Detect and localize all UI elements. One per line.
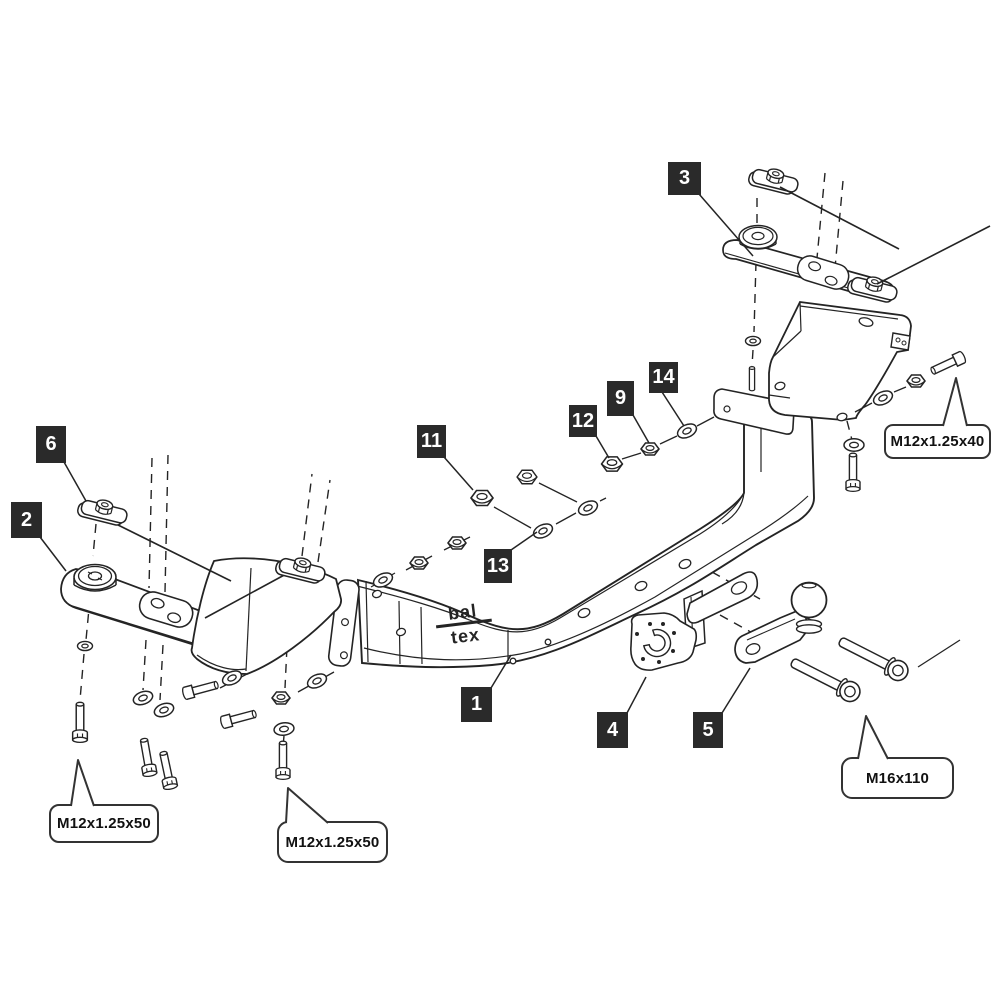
stud-right [748,365,756,392]
bolt-angled-2 [218,706,259,730]
m16-bolt-lower [786,652,865,706]
part-label-11: 11 [417,425,446,458]
part-label-1-text: 1 [470,693,483,715]
part-label-14: 14 [649,362,678,393]
part-label-9-text: 9 [614,387,627,409]
bolt-under-bracket [845,452,861,493]
part-label-9: 9 [607,381,634,416]
nut-mid-3 [516,469,538,485]
spec-callout-bottom-center-text: M12x1.25x50 [285,833,380,851]
washer-bl-2 [130,688,156,708]
part-label-1: 1 [461,687,492,722]
part-label-11-text: 11 [420,430,443,452]
part-label-3: 3 [668,162,701,195]
part-label-2: 2 [11,502,42,538]
washer-13b [530,520,556,542]
nut-11 [470,489,494,507]
part-label-5: 5 [693,712,723,748]
brand-logo: bal tex [430,599,499,648]
fastener-chain-middle [370,416,715,591]
part-label-5-text: 5 [702,718,714,741]
spec-callout-right-text: M12x1.25x40 [890,433,985,450]
coupling-body [734,610,808,664]
m12x50-bolt-1 [71,701,89,744]
nut-bl [271,691,291,705]
main-crossbeam [327,410,815,669]
part-label-13-text: 13 [486,554,510,577]
part-label-12: 12 [569,405,597,437]
part-label-4: 4 [597,712,628,748]
slotted-boss-left [138,591,194,628]
vertical-bracket [768,301,912,421]
slotted-boss-right [796,255,850,290]
socket-plate-holes [635,622,676,664]
washer-mid [575,497,601,519]
m12x40-bolt [928,349,968,378]
spec-callout-bottom-right-text: M16x110 [865,769,930,787]
socket-plate [630,612,698,671]
nut-mid-2 [447,536,467,550]
socket-cutout [642,628,672,658]
right-mount-bracket-group [713,162,991,435]
washer-bl-5 [272,720,296,738]
spec-callout-bottom-center: M12x1.25x50 [278,822,387,862]
part-label-13: 13 [484,549,512,583]
fishwire-lines-right [779,186,991,285]
nut-12 [600,456,624,472]
rubber-bushing-right [738,224,778,250]
part-label-6: 6 [36,426,66,463]
part-label-3-text: 3 [678,167,691,189]
spec-callout-bottom-left-text: M12x1.25x50 [57,815,151,832]
bolt-angled-1 [180,677,221,701]
part-label-6-text: 6 [45,433,57,455]
fishwire-lines-left [109,520,289,619]
m12x50-bolt-4 [275,740,291,781]
part-label-12-text: 12 [571,409,595,432]
spec-callout-shapes [49,377,991,863]
tow-ball-coupling [734,581,961,706]
washer-bl-1 [76,640,94,652]
label-leader-lines [39,193,754,714]
clamp-strap-nut-right-1 [746,162,801,197]
fastener-set-right [854,349,968,413]
washer-14 [674,420,700,442]
spec-callout-bottom-left: M12x1.25x50 [50,805,158,842]
nut-9 [640,442,660,456]
spec-callout-right: M12x1.25x40 [885,425,990,458]
socket-mount-plate-group [630,571,759,671]
nut-right [906,374,926,388]
nut-mid-1 [409,556,429,570]
rubber-bushing-left [73,563,117,592]
spec-callout-bottom-right: M16x110 [842,758,953,798]
washer-bl-6 [304,670,330,692]
part-label-14-text: 14 [652,366,675,388]
washer-right-mid [744,335,762,347]
fastener-cluster-bottom-left [71,640,335,792]
m12x50-bolt-3 [155,749,179,792]
m16-bolt-upper [834,631,913,685]
part-label-2-text: 2 [20,508,33,531]
part-label-4-text: 4 [606,718,619,741]
washer-bl-3 [151,700,177,720]
washer-under-bracket [843,438,865,452]
m12x50-bolt-2 [136,736,158,779]
